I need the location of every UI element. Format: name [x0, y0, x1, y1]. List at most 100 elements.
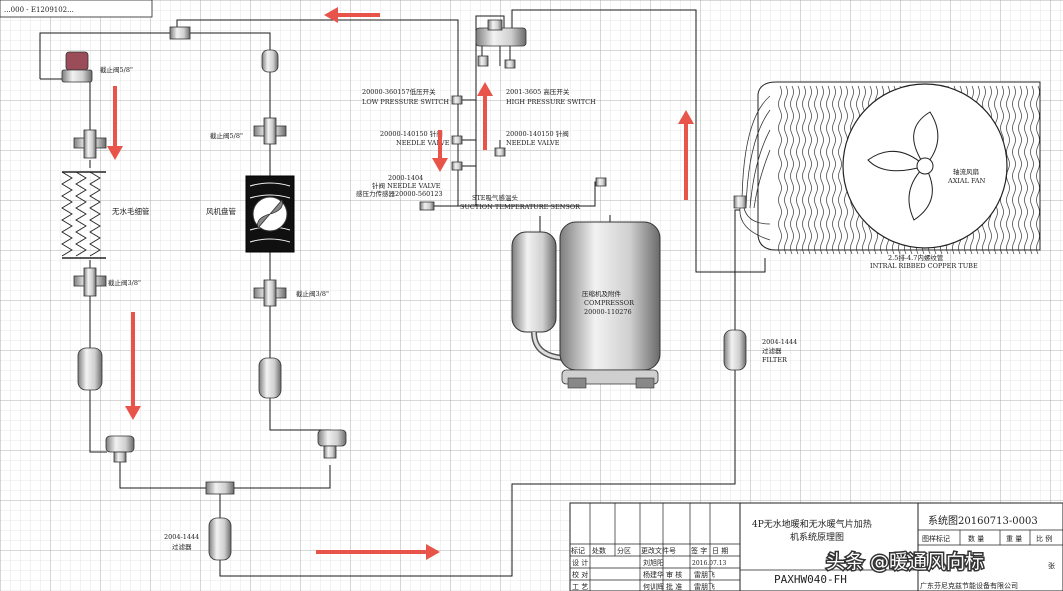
- flow-arrow-head: [432, 158, 448, 172]
- capillary-coil-icon: [61, 171, 106, 259]
- coil-fin: [784, 85, 788, 255]
- revision-col-header: 签 字: [691, 546, 707, 555]
- coil-fin: [796, 85, 800, 255]
- reviewer-name: 雷朋飞: [694, 571, 715, 579]
- coil-fin: [1012, 85, 1016, 255]
- label-fan-cn: 轴流风扇: [953, 167, 979, 176]
- revision-col-header: 更改文件号: [641, 546, 676, 555]
- system-id: 系统图20160713-0003: [928, 514, 1038, 527]
- coil-fin: [808, 85, 812, 255]
- flow-arrow-head: [426, 544, 440, 560]
- flow-arrow-head: [678, 110, 694, 124]
- revision-col-header: 标记: [571, 546, 585, 555]
- review-label: 审 核: [666, 570, 682, 579]
- coil-fin: [832, 85, 836, 255]
- hdr-mark: 图样标记: [922, 534, 950, 543]
- coil-fin: [1006, 85, 1010, 255]
- compressor-icon: [511, 221, 661, 389]
- bottom-tee-icon: [205, 481, 235, 495]
- filter-bottom-icon: [208, 517, 232, 561]
- coil-fin: [826, 85, 830, 255]
- filter-mid-icon: [258, 357, 282, 399]
- label-nv2-en: NEEDLE VALVE: [506, 139, 560, 147]
- coil-fin: [1030, 85, 1034, 255]
- label-capillary: 无水毛细管: [112, 206, 150, 216]
- check-label: 校 对: [572, 570, 588, 579]
- label-fan-en: AXIAL FAN: [947, 177, 986, 185]
- expansion-valve-right-icon: [317, 429, 347, 459]
- revision-col-header: 处数: [592, 546, 606, 555]
- label-hps-code: 2001-3605 高压开关: [506, 87, 570, 96]
- label-nv3-line2: 感压力传感器20000-560123: [356, 189, 443, 198]
- fan-coil-unit-icon: [245, 175, 295, 253]
- top-left-banner: ...000 - E1209102...: [0, 0, 153, 18]
- coil-fin: [790, 85, 794, 255]
- flow-arrow-head: [477, 82, 493, 96]
- hdr-qty: 数 量: [968, 534, 984, 543]
- label-fan-coil: 风机盘管: [206, 206, 236, 216]
- designer-name: 刘旭阳: [643, 558, 664, 567]
- label-nv2-code: 20000-140150 针阀: [506, 129, 569, 138]
- filter-left-icon: [77, 347, 103, 391]
- coil-fin: [820, 85, 824, 255]
- label-sts-en: SUCTION TEMPERATURE SENSOR: [460, 203, 581, 211]
- process-label: 工 艺: [572, 583, 588, 591]
- label-lps-en: LOW PRESSURE SWITCH: [362, 98, 449, 106]
- axial-fan-icon: [842, 83, 1008, 249]
- sight-glass-icon: [261, 49, 279, 73]
- banner-text: ...000 - E1209102...: [4, 6, 74, 14]
- title-line1: 4P无水地暖和无水暖气片加热: [752, 518, 872, 530]
- coil-fin: [1024, 85, 1028, 255]
- label-lps-code: 20000-360157低压开关: [362, 87, 436, 96]
- solenoid-valve-icon: [61, 51, 93, 83]
- flow-arrow-head: [125, 406, 141, 420]
- design-date: 2016.07.13: [692, 560, 727, 567]
- three-way-valve-left-upper-icon: [73, 129, 107, 159]
- coil-fin: [802, 85, 806, 255]
- three-way-valve-left-lower-icon: [73, 267, 107, 297]
- label-compressor-cn: 压缩机及附件: [582, 289, 622, 298]
- coil-fin: [838, 85, 842, 255]
- title-block: 4P无水地暖和无水暖气片加热 机系统原理图 PAXHW040-FH 系统图201…: [569, 502, 1063, 591]
- coil-fin: [1018, 85, 1022, 255]
- filter-right-icon: [723, 329, 747, 371]
- label-shutoff-valve-58-b: 截止阀5/8": [210, 131, 243, 140]
- hdr-weight: 重 量: [1006, 535, 1022, 543]
- flow-arrow-head: [107, 146, 123, 160]
- label-coil-cn: 2.5排-4.7内螺纹管: [888, 253, 944, 262]
- title-line2: 机系统原理图: [790, 531, 844, 543]
- label-coil-en: INTRAL RIBBED COPPER TUBE: [870, 262, 978, 270]
- label-shutoff-valve-38-a: 截止阀3/8": [108, 278, 141, 287]
- label-shutoff-valve-38-b: 截止阀3/8": [296, 289, 329, 298]
- label-filter-right-en: FILTER: [762, 356, 788, 364]
- label-nv3-code: 2000-1404: [388, 174, 423, 182]
- revision-col-header: 日 期: [712, 547, 728, 555]
- hdr-scale: 比 例: [1036, 534, 1052, 543]
- needle-valve-port-icon: [419, 95, 607, 211]
- label-shutoff-valve-58-a: 截止阀5/8": [100, 65, 133, 74]
- watermark-text: 头条 @暖通风向标: [826, 551, 984, 573]
- coil-fin: [778, 85, 782, 255]
- expansion-valve-left-icon: [105, 435, 135, 463]
- label-filter-bottom-cn: 过滤器: [172, 542, 192, 551]
- three-way-valve-mid-lower-icon: [253, 279, 287, 307]
- label-sts-cn: STE吸气感温头: [472, 193, 519, 202]
- model-number: PAXHW040-FH: [774, 573, 847, 586]
- three-way-valve-mid-upper-icon: [253, 117, 287, 145]
- coil-fin: [814, 85, 818, 255]
- approver-name: 雷朋飞: [694, 583, 715, 591]
- sheet-label: 张: [1048, 561, 1055, 570]
- label-nv1-code: 20000-140150 针阀: [380, 129, 443, 138]
- tee-fitting-icon: [169, 26, 191, 40]
- label-nv3-line: 针阀 NEEDLE VALVE: [372, 181, 441, 190]
- watermark: 头条 @暖通风向标: [825, 550, 986, 575]
- flow-arrow-head: [324, 7, 338, 23]
- process-name: 何训辉: [643, 582, 664, 591]
- design-label: 设 计: [572, 558, 588, 567]
- label-compressor-code: 20000-110276: [584, 308, 632, 316]
- label-filter-bottom-code: 2004-1444: [164, 533, 199, 541]
- label-filter-right-code: 2004-1444: [762, 338, 797, 346]
- label-nv1-en: NEEDLE VALVE: [396, 139, 450, 147]
- approve-label: 批 准: [666, 582, 682, 591]
